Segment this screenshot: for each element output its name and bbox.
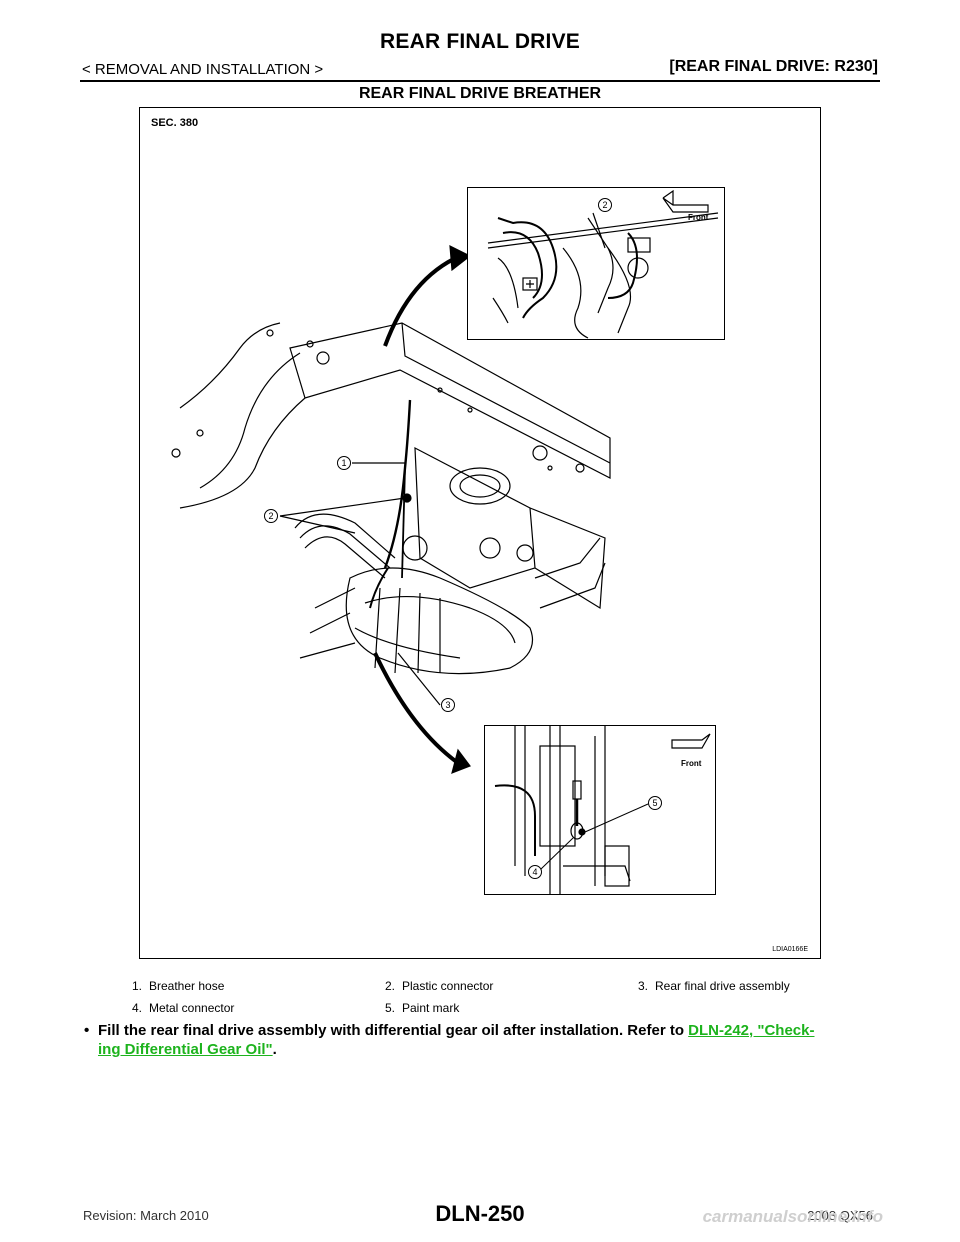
front-direction-label: Front [688, 213, 709, 222]
legend-item: 5. Paint mark [385, 1001, 460, 1015]
legend-item: 1. Breather hose [132, 979, 225, 993]
section-number-label: SEC. 380 [151, 117, 199, 129]
link-checking-differential-gear-oil-cont[interactable]: ing Differential Gear Oil" [98, 1041, 273, 1058]
revision-date: Revision: March 2010 [83, 1208, 209, 1223]
page-title: REAR FINAL DRIVE [380, 30, 580, 53]
callout-3 [441, 698, 455, 712]
svg-text:1: 1 [341, 458, 346, 468]
legend-row: 4. Metal connector 5. Paint mark [120, 997, 860, 1019]
legend-item: 2. Plastic connector [385, 979, 494, 993]
callout-5 [648, 796, 662, 810]
front-direction-label-bottom: Front [681, 759, 702, 768]
instruction-text: Fill the rear final drive assembly with … [98, 1022, 689, 1039]
watermark: carmanualsonline.info [702, 1207, 883, 1226]
svg-text:2: 2 [602, 200, 607, 210]
diagram-artwork: 1 2 3 [171, 244, 611, 774]
bullet: • [84, 1022, 90, 1039]
svg-text:4: 4 [532, 867, 537, 877]
inset-plastic-connector: 2 Front [467, 187, 725, 340]
instruction-note: • Fill the rear final drive assembly with… [84, 1021, 884, 1059]
inset-bottom-artwork: 5 4 [494, 726, 711, 894]
callout-1 [337, 456, 351, 470]
instruction-period: . [272, 1041, 277, 1058]
svg-text:2: 2 [268, 511, 273, 521]
section-title: REAR FINAL DRIVE BREATHER [358, 85, 602, 102]
legend-item: 3. Rear final drive assembly [638, 979, 790, 993]
svg-text:3: 3 [445, 700, 450, 710]
figure-id: LDIA0166E [772, 946, 808, 953]
model-label: 2008 QX56 [807, 1208, 873, 1223]
callout-2 [264, 509, 278, 523]
breather-diagram: 1 2 3 SEC. 380 [139, 107, 821, 959]
callout-2-inset [598, 198, 612, 212]
parts-legend: 1. Breather hose 2. Plastic connector 3.… [120, 975, 860, 1019]
inset-top-artwork: 2 [487, 189, 719, 339]
inset-metal-connector: 5 4 Front [484, 725, 716, 895]
breadcrumb: < REMOVAL AND INSTALLATION > [82, 61, 324, 78]
section-code: [REAR FINAL DRIVE: R230] [669, 58, 878, 75]
callout-4 [528, 865, 542, 879]
header-divider [80, 80, 880, 82]
legend-item: 4. Metal connector [132, 1001, 235, 1015]
page-number: DLN-250 [435, 1201, 525, 1226]
legend-row: 1. Breather hose 2. Plastic connector 3.… [120, 975, 860, 997]
svg-text:5: 5 [652, 798, 657, 808]
link-checking-differential-gear-oil[interactable]: DLN-242, "Check- [688, 1022, 815, 1039]
